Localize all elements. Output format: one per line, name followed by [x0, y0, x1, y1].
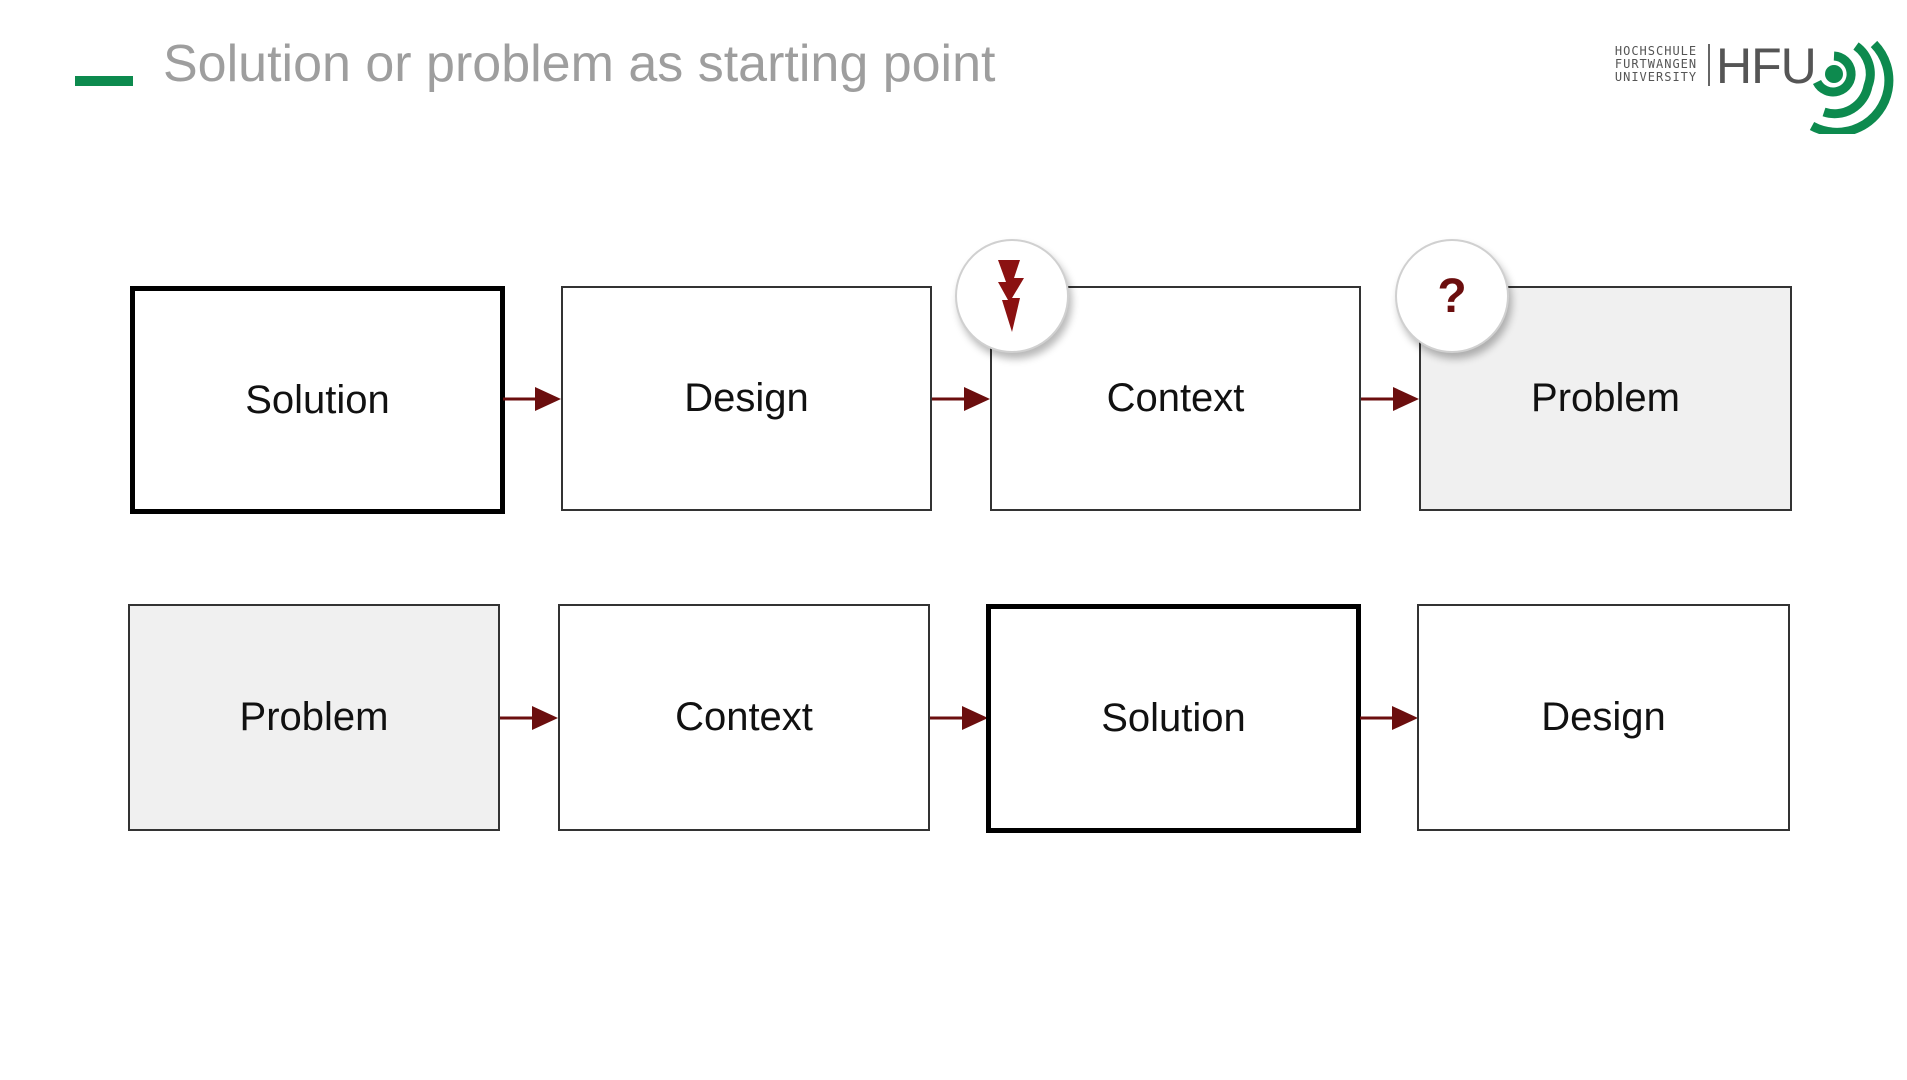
row1-box-solution-label: Solution [245, 377, 390, 422]
lightning-icon [998, 260, 1024, 332]
logo-university-name: HOCHSCHULE FURTWANGEN UNIVERSITY [1610, 45, 1702, 84]
row2-box-design: Design [1417, 604, 1790, 831]
logo-separator [1708, 44, 1710, 86]
logo-wave-icon [1809, 40, 1894, 134]
row2-box-design-label: Design [1541, 695, 1666, 739]
hfu-logo: HOCHSCHULE FURTWANGEN UNIVERSITY HFU [1610, 30, 1895, 140]
title-accent-bar [75, 76, 133, 86]
row2-box-problem-label: Problem [239, 695, 389, 739]
slide-title: Solution or problem as starting point [163, 35, 996, 93]
row1-arrow-1 [503, 387, 561, 411]
row1-box-solution: Solution [130, 286, 505, 514]
logo-line-1: HOCHSCHULE [1614, 44, 1698, 58]
row1-box-problem-label: Problem [1531, 376, 1680, 420]
row2-arrow-2 [930, 706, 988, 730]
row2-box-context-label: Context [675, 695, 813, 739]
row2-box-context: Context [558, 604, 930, 831]
row2-box-solution: Solution [986, 604, 1361, 833]
logo-line-3: UNIVERSITY [1614, 70, 1698, 84]
lightning-badge [955, 239, 1069, 353]
logo-line-2: FURTWANGEN [1614, 57, 1698, 71]
row2-arrow-1 [500, 706, 558, 730]
row2-box-solution-label: Solution [1101, 696, 1246, 740]
row2-arrow-3 [1360, 706, 1418, 730]
row1-box-design-label: Design [684, 376, 809, 420]
question-badge: ? [1395, 239, 1509, 353]
row1-arrow-2 [932, 387, 990, 411]
logo-abbreviation: HFU [1716, 38, 1817, 94]
question-mark-icon: ? [1437, 269, 1467, 323]
row1-arrow-3 [1361, 387, 1419, 411]
row1-box-design: Design [561, 286, 932, 511]
row2-box-problem: Problem [128, 604, 500, 831]
row1-box-context-label: Context [1106, 376, 1245, 420]
